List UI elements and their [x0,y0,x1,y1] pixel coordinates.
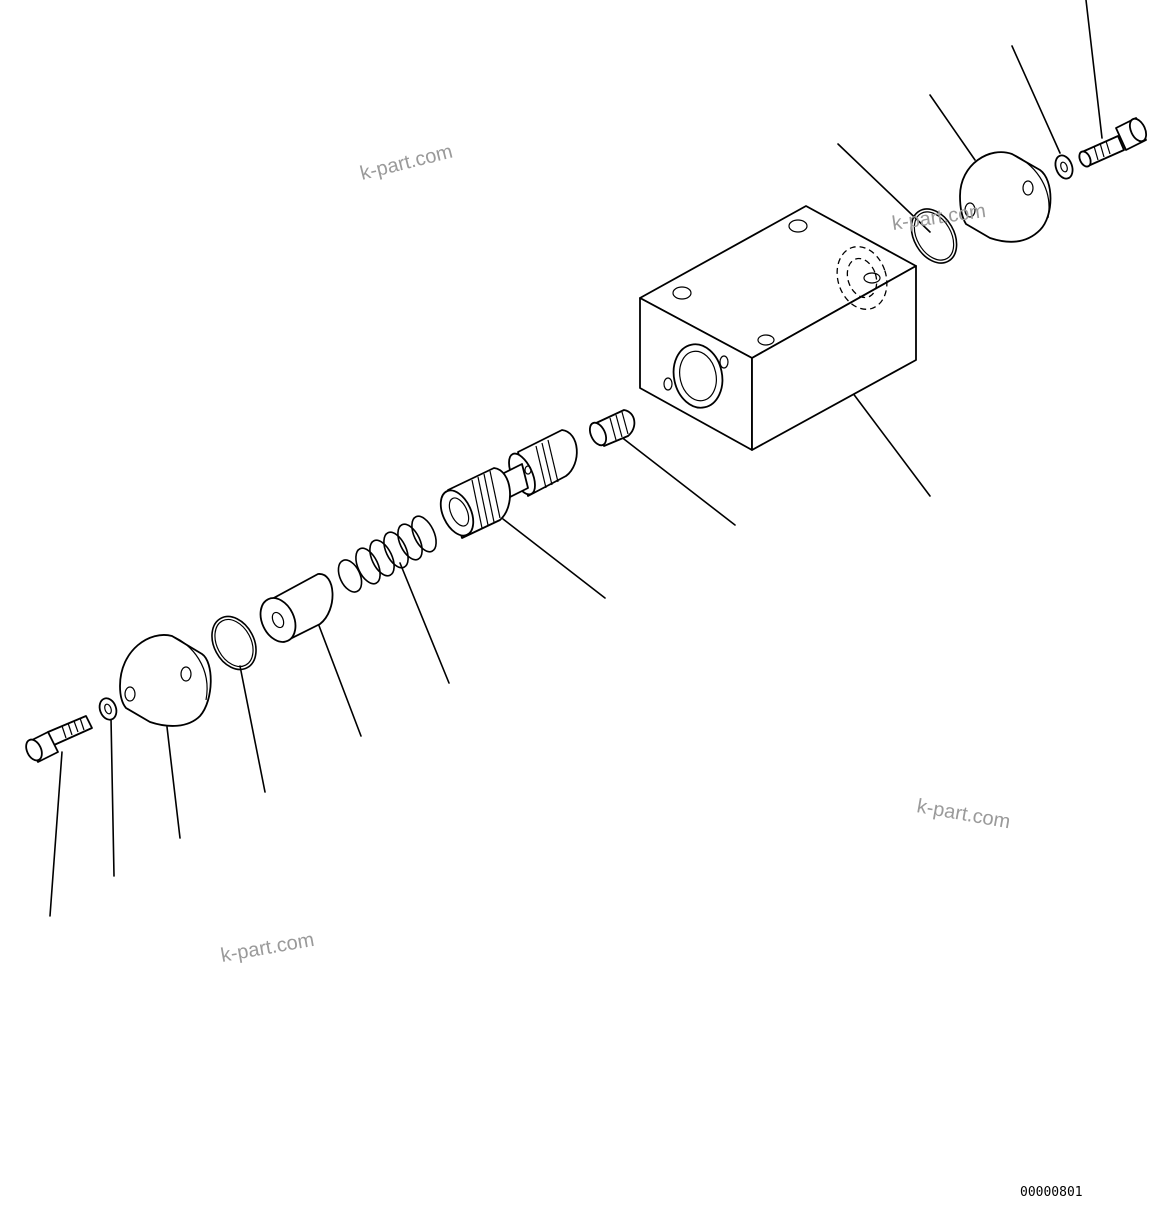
leader-lines [49,0,1103,917]
watermark-text: k-part.com [358,141,455,185]
washer-icon [98,697,118,721]
leader-valve-body [851,391,931,497]
leader-o-ring-left [239,665,266,793]
bolt-icon [25,715,93,763]
drawing-code: 00000801 [1020,1185,1083,1200]
valve-body-icon [639,205,917,451]
leader-spring [399,562,450,684]
leader-washer-left [110,717,115,877]
watermark-text: k-part.com [915,795,1012,833]
plug-icon [588,409,636,447]
washer-icon [1054,154,1074,180]
cover-plate-icon [119,634,212,727]
sleeve-icon [259,573,334,643]
o-ring-icon [211,615,257,671]
leader-sleeve [317,622,362,737]
leader-spool [502,518,606,599]
leader-plug [619,435,736,526]
leader-cover-left [166,726,181,839]
spool-icon [439,429,578,539]
watermark-text: k-part.com [219,929,316,967]
spring-icon [337,515,437,593]
leader-bolt-left [49,751,63,917]
leader-o-ring-right [837,143,931,233]
cover-plate-icon [959,151,1052,243]
o-ring-icon [910,208,958,264]
bolt-icon [1078,117,1148,168]
watermark-text: k-part.com [891,200,988,235]
leader-bolt-right [1085,0,1103,139]
leader-washer-right [1011,45,1061,154]
leader-cover-right [929,94,976,161]
